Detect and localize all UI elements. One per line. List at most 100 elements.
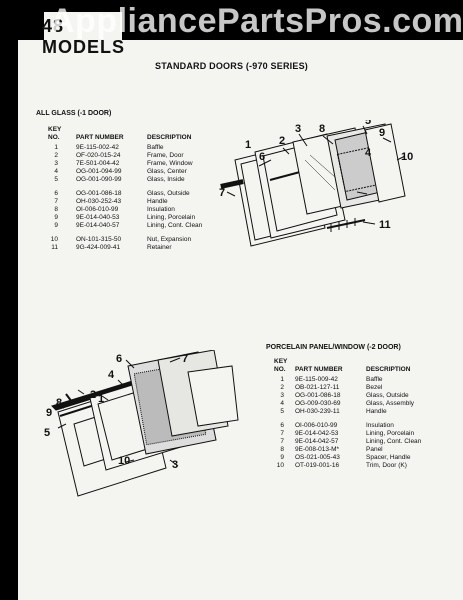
part-number: OH-030-239-11 <box>295 408 340 415</box>
part-number: 9E-014-042-53 <box>295 430 339 437</box>
key-number: 2 <box>54 152 58 159</box>
header-tag: 48 MODELS <box>42 12 124 57</box>
key-number: 9 <box>54 214 58 221</box>
key-number: 3 <box>280 392 284 399</box>
key-number: 11 <box>51 244 58 251</box>
leader-line <box>282 147 290 155</box>
part-number: 9E-014-040-53 <box>76 214 120 221</box>
leader-line <box>322 135 334 145</box>
watermark: AppliancePartsPros.com <box>50 2 463 40</box>
part-description: Insulation <box>147 206 175 213</box>
callout-label: 11 <box>379 219 391 231</box>
part-number: OI-006-010-99 <box>295 422 338 429</box>
part-description: Handle <box>366 408 387 415</box>
part-description: Insulation <box>366 422 394 429</box>
part-description: Glass, Center <box>147 168 187 175</box>
callout-label: 1 <box>98 393 104 405</box>
part-number: 9E-115-009-42 <box>295 376 338 383</box>
key-number: 7 <box>54 198 58 205</box>
part-number: OG-001-094-99 <box>76 168 122 175</box>
retainer <box>326 219 366 229</box>
glass-reflection <box>304 159 336 191</box>
part-number: 9E-014-040-57 <box>76 222 120 229</box>
callout-label: 10 <box>401 151 413 163</box>
part-description: Lining, Cont. Clean <box>147 222 203 229</box>
key-number: 6 <box>54 190 58 197</box>
callout-label: 4 <box>365 147 372 159</box>
handle <box>220 179 244 189</box>
key-header-line2: NO. <box>48 134 60 141</box>
key-number: 10 <box>276 462 284 469</box>
description-header: DESCRIPTION <box>366 366 411 373</box>
key-header-line1: KEY <box>48 126 62 133</box>
leader-line <box>226 191 236 197</box>
callout-label: 7 <box>182 353 188 365</box>
leader-line <box>117 379 125 387</box>
leader-line <box>298 133 308 147</box>
key-header-line1: KEY <box>274 358 288 365</box>
leader-line <box>169 459 179 467</box>
key-number: 5 <box>54 176 58 183</box>
part-description: Glass, Outside <box>147 190 190 197</box>
part-description: Glass, Assembly <box>366 400 415 407</box>
leader-line <box>362 221 376 225</box>
part-description: Trim, Door (K) <box>366 462 407 469</box>
leader-line <box>57 423 67 429</box>
part-description: Panel <box>366 446 383 453</box>
part-number: 9G-424-009-41 <box>76 244 121 251</box>
callout-label: 4 <box>108 369 115 381</box>
part-number: OS-021-005-43 <box>295 454 340 461</box>
leader-line <box>362 125 368 135</box>
part-number-header: PART NUMBER <box>76 134 124 141</box>
callout-label: 7 <box>219 187 225 199</box>
part-description: Glass, Outside <box>366 392 409 399</box>
part-description: Bezel <box>366 384 383 391</box>
part-number: 9E-008-013-M* <box>295 446 340 453</box>
callout-label: 1 <box>245 139 251 151</box>
part-number: OH-030-252-43 <box>76 198 122 205</box>
key-number: 10 <box>50 236 58 243</box>
callout-label: 9 <box>46 407 52 419</box>
part-description: Lining, Porcelain <box>366 430 415 437</box>
part-description: Frame, Window <box>147 160 193 167</box>
part-description: Baffle <box>366 376 383 383</box>
part-number: OG-001-086-18 <box>76 190 122 197</box>
leader-line <box>77 389 85 395</box>
leader-line <box>125 459 135 463</box>
leader-line <box>101 395 109 401</box>
leader-line <box>356 191 368 195</box>
leader-line <box>258 159 272 167</box>
section1-title: ALL GLASS (-1 DOOR) <box>36 110 112 117</box>
part-number: OB-021-127-11 <box>295 384 340 391</box>
part-description: Glass, Inside <box>147 176 185 183</box>
part-description: Retainer <box>147 244 172 251</box>
callout-label: 3 <box>295 123 301 135</box>
part-description: Lining, Porcelain <box>147 214 196 221</box>
key-number: 2 <box>280 384 284 391</box>
part-description: Frame, Door <box>147 152 184 159</box>
part-description: Baffle <box>147 144 164 151</box>
callout-label: 5 <box>44 427 50 439</box>
part-number: 9E-014-042-57 <box>295 438 339 445</box>
callout-label: 3 <box>172 459 178 471</box>
key-number: 1 <box>280 376 284 383</box>
part-number: ON-101-315-50 <box>76 236 122 243</box>
spacer <box>65 393 73 403</box>
key-number: 4 <box>54 168 58 175</box>
part-number: OI-006-010-99 <box>76 206 119 213</box>
callout-label: 6 <box>259 151 265 163</box>
page-title: STANDARD DOORS (-970 SERIES) <box>155 61 308 71</box>
key-number: 9 <box>280 454 284 461</box>
leader-line <box>125 359 135 369</box>
part-description: Lining, Cont. Clean <box>366 438 422 445</box>
section2-title: PORCELAIN PANEL/WINDOW (-2 DOOR) <box>266 344 401 351</box>
callout-label: 8 <box>56 397 62 409</box>
callout-label: 6 <box>116 353 122 365</box>
key-number: 6 <box>280 422 284 429</box>
part-description: Handle <box>147 198 168 205</box>
key-header-line2: NO. <box>274 366 286 373</box>
